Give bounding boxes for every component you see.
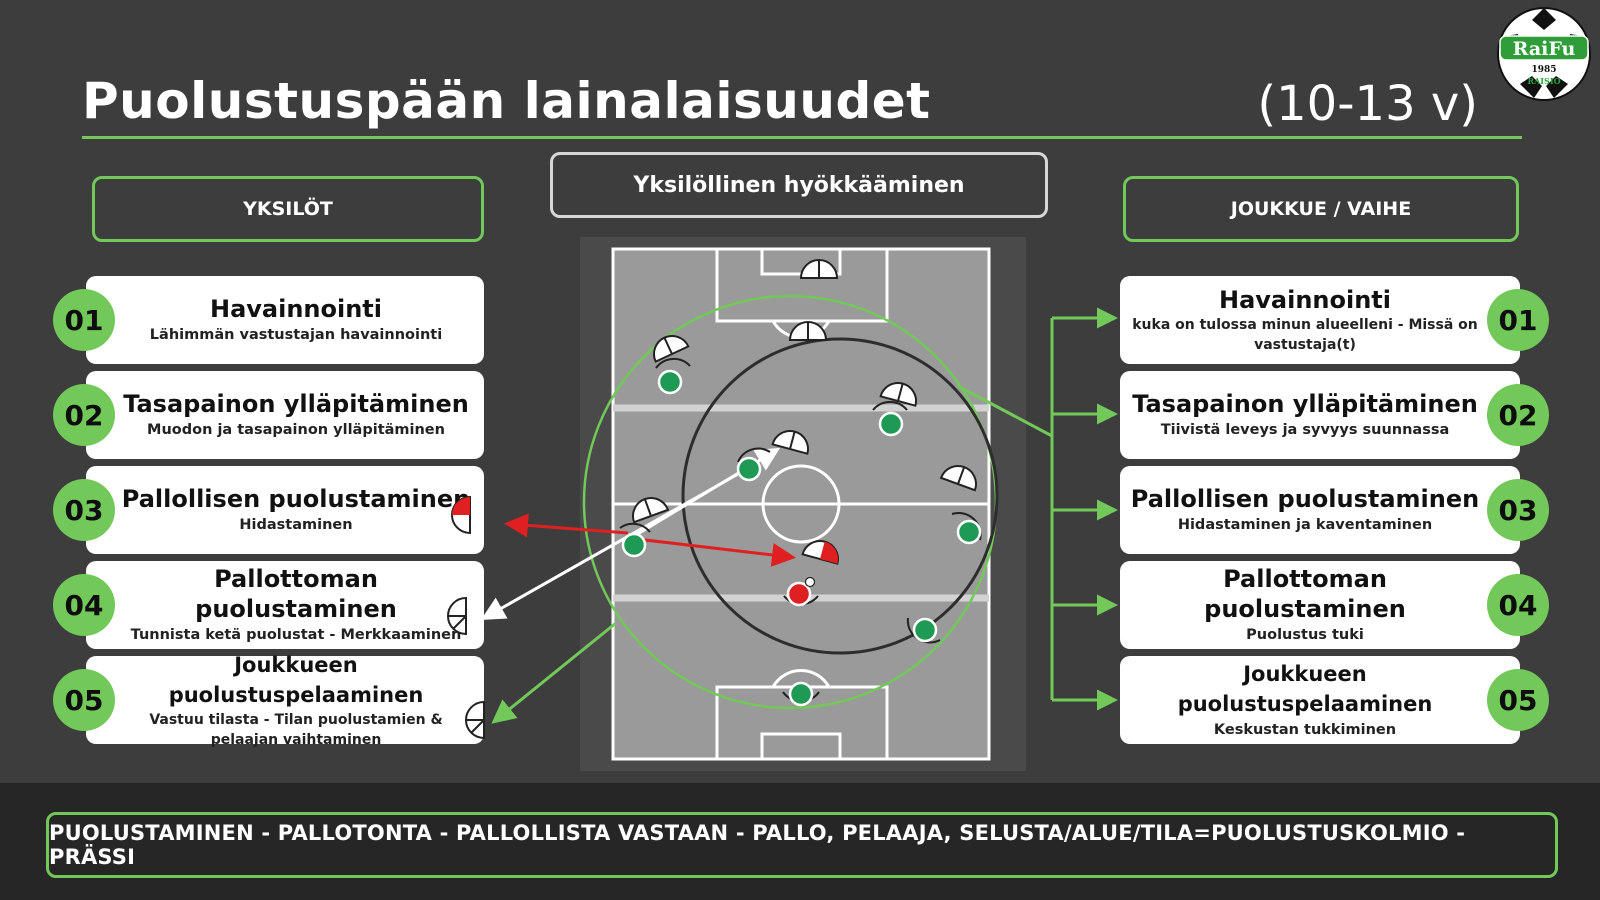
left-card-3-title: Pallollisen puolustaminen	[121, 485, 471, 513]
attacker-marker	[906, 617, 941, 644]
pitch-bottom-arc	[771, 669, 831, 688]
attacker-marker	[951, 512, 982, 545]
red-arrow-left	[504, 513, 629, 538]
right-card-1: Havainnointi kuka on tulossa minun aluee…	[1120, 276, 1520, 364]
defensive-zone-inner-circle	[681, 337, 999, 655]
right-card-3: Pallollisen puolustaminen Hidastaminen j…	[1120, 466, 1520, 554]
right-number-1: 01	[1487, 289, 1549, 351]
right-card-2-title: Tasapainon ylläpitäminen	[1132, 390, 1478, 418]
attacker-marker	[619, 522, 651, 558]
right-card-1-title: Havainnointi	[1218, 286, 1392, 314]
attacker-marker	[872, 400, 908, 437]
attacker-marker	[655, 357, 691, 395]
left-card-5-title: Joukkueen puolustuspelaaminen	[168, 653, 424, 707]
right-card-2-subtitle: Tiivistä leveys ja syvyys suunnassa	[1160, 422, 1450, 438]
left-card-2: Tasapainon ylläpitäminen Muodon ja tasap…	[86, 371, 484, 459]
left-card-2-title: Tasapainon ylläpitäminen	[123, 390, 469, 418]
ball-icon	[804, 576, 816, 588]
left-number-1: 01	[53, 289, 115, 351]
attacker-marker	[736, 447, 771, 482]
connector-bracket	[957, 307, 1118, 711]
left-card-3-subtitle: Hidastaminen	[239, 517, 353, 533]
header-individual-attacking: Yksilöllinen hyökkääminen	[550, 152, 1048, 218]
title-underline	[82, 136, 1522, 139]
right-card-4-title: Pallottoman puolustaminen	[1204, 565, 1406, 623]
defender-marker	[771, 430, 809, 455]
right-card-1-subtitle: kuka on tulossa minun alueelleni - Missä…	[1132, 317, 1478, 353]
defender-marker	[879, 382, 917, 407]
red-arrow-right	[627, 536, 796, 567]
left-number-3: 03	[53, 479, 115, 541]
right-number-5: 05	[1487, 669, 1549, 731]
right-card-4-subtitle: Puolustus tuki	[1246, 627, 1364, 643]
left-card-4-title: Pallottoman puolustaminen	[195, 565, 397, 623]
defender-marker	[799, 259, 839, 279]
defender-marker	[939, 465, 977, 492]
right-card-2: Tasapainon ylläpitäminen Tiivistä leveys…	[1120, 371, 1520, 459]
logo-year: 1985	[1531, 65, 1556, 75]
defender-marker	[465, 700, 485, 740]
footer-summary: PUOLUSTAMINEN - PALLOTONTA - PALLOLLISTA…	[46, 812, 1558, 878]
ball-carrier-marker	[783, 576, 819, 607]
right-card-5-subtitle: Keskustan tukkiminen	[1213, 722, 1397, 738]
left-card-1-title: Havainnointi	[209, 295, 383, 323]
left-card-4: Pallottoman puolustaminen Tunnista ketä …	[86, 561, 484, 649]
bottom-band	[0, 783, 1600, 900]
defender-marker	[447, 596, 467, 636]
right-card-5: Joukkueen puolustuspelaaminen Keskustan …	[1120, 656, 1520, 744]
left-card-1: Havainnointi Lähimmän vastustajan havain…	[86, 276, 484, 364]
left-number-2: 02	[53, 384, 115, 446]
right-card-5-title: Joukkueen puolustuspelaaminen	[1177, 662, 1433, 716]
page-title: Puolustuspään lainalaisuudet	[82, 72, 931, 130]
white-arrow-down	[480, 472, 739, 620]
left-card-4-subtitle: Tunnista ketä puolustat - Merkkaaminen	[130, 627, 462, 643]
defender-marker	[653, 335, 690, 363]
header-individuals: YKSILÖT	[92, 176, 484, 242]
header-team-phase: JOUKKUE / VAIHE	[1123, 176, 1519, 242]
right-number-2: 02	[1487, 384, 1549, 446]
green-arrow	[491, 621, 617, 724]
left-card-3: Pallollisen puolustaminen Hidastaminen	[86, 466, 484, 554]
club-logo-icon: RaiFu 1985 RAISIO	[1497, 7, 1591, 101]
pitch-center-circle	[761, 464, 841, 544]
right-number-3: 03	[1487, 479, 1549, 541]
defender-marker-red	[801, 540, 839, 565]
left-card-1-subtitle: Lähimmän vastustajan havainnointi	[149, 327, 443, 343]
logo-city: RAISIO	[1527, 76, 1560, 86]
right-card-3-subtitle: Hidastaminen ja kaventaminen	[1177, 517, 1433, 533]
defender-marker	[788, 321, 828, 341]
defender-marker	[632, 497, 670, 524]
left-card-2-subtitle: Muodon ja tasapainon ylläpitäminen	[147, 422, 445, 438]
left-card-5: Joukkueen puolustuspelaaminen Vastuu til…	[86, 653, 484, 748]
left-card-5-subtitle: Vastuu tilasta - Tilan puolustamien & pe…	[149, 712, 443, 748]
logo-text: RaiFu	[1513, 38, 1576, 60]
right-card-4: Pallottoman puolustaminen Puolustus tuki	[1120, 561, 1520, 649]
pitch-bottom-goal-box	[760, 732, 842, 761]
left-number-5: 05	[53, 669, 115, 731]
right-card-3-title: Pallollisen puolustaminen	[1130, 485, 1480, 513]
age-group: (10-13 v)	[1257, 76, 1478, 132]
defender-marker-red	[451, 495, 471, 535]
right-number-4: 04	[1487, 574, 1549, 636]
left-number-4: 04	[53, 574, 115, 636]
goalkeeper-marker	[782, 681, 820, 707]
